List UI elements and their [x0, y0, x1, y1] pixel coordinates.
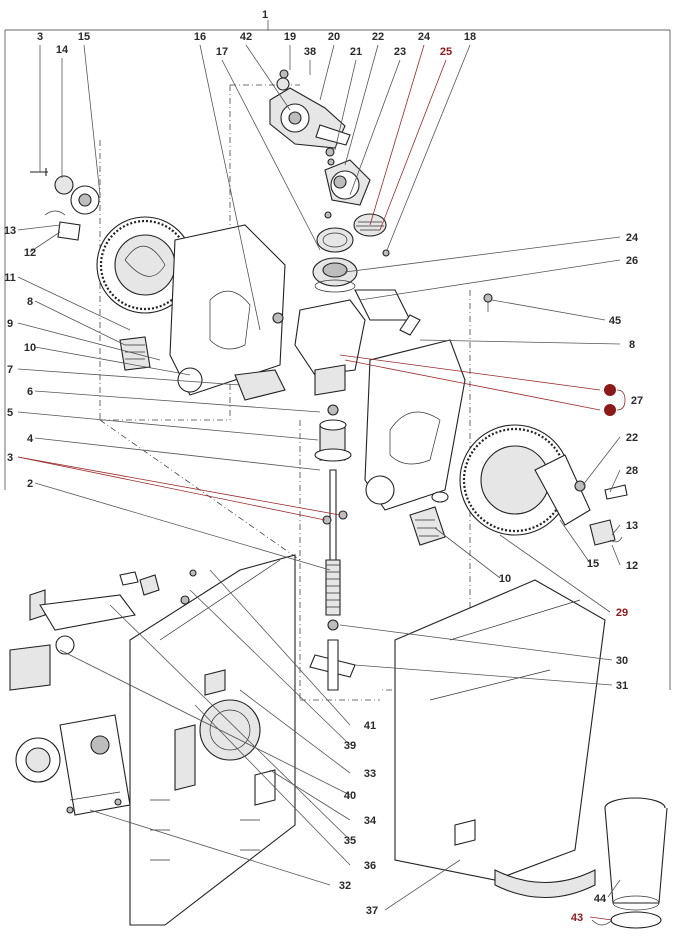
label-8-right: 8	[629, 339, 635, 351]
label-21: 21	[350, 46, 362, 58]
label-45: 45	[609, 315, 621, 327]
label-41: 41	[364, 720, 376, 732]
label-18: 18	[464, 31, 476, 43]
label-24-top: 24	[418, 31, 431, 43]
label-28: 28	[626, 465, 638, 477]
label-17: 17	[216, 46, 228, 58]
label-32: 32	[339, 880, 351, 892]
label-34: 34	[364, 815, 377, 827]
back-panel	[119, 554, 296, 926]
label-31: 31	[616, 680, 628, 692]
label-16: 16	[194, 31, 206, 43]
label-7: 7	[7, 364, 13, 376]
label-2: 2	[27, 478, 33, 490]
label-4: 4	[27, 433, 34, 445]
left-small-parts	[30, 168, 100, 241]
label-12-right: 12	[626, 560, 638, 572]
marker-27-b	[604, 404, 616, 416]
label-36: 36	[364, 860, 376, 872]
label-37: 37	[366, 905, 378, 917]
label-8-left: 8	[27, 296, 33, 308]
label-22-top: 22	[372, 31, 384, 43]
label-26: 26	[626, 255, 638, 267]
label-22-right: 22	[626, 432, 638, 444]
label-44: 44	[594, 893, 607, 905]
left-motor-housing	[96, 216, 286, 401]
label-9: 9	[7, 318, 13, 330]
label-5: 5	[7, 407, 13, 419]
label-12-left: 12	[24, 247, 36, 259]
label-19: 19	[284, 31, 296, 43]
part-27-markers	[604, 384, 626, 416]
label-40: 40	[344, 790, 356, 802]
label-25: 25	[440, 46, 452, 58]
label-23: 23	[394, 46, 406, 58]
label-13-left: 13	[4, 225, 16, 237]
top-nozzle-assembly	[269, 69, 390, 293]
marker-27-a	[604, 384, 616, 396]
part-labels: 1 3 14 15 16 17 42 19 38 20 21 22 23 24 …	[4, 9, 643, 924]
label-24-right: 24	[626, 232, 639, 244]
label-29: 29	[616, 607, 628, 619]
label-20: 20	[328, 31, 340, 43]
label-15-top: 15	[78, 31, 90, 43]
label-3-left: 3	[7, 452, 13, 464]
label-39: 39	[344, 740, 356, 752]
label-11: 11	[4, 272, 16, 284]
label-35: 35	[344, 835, 356, 847]
label-42: 42	[240, 31, 252, 43]
label-30: 30	[616, 655, 628, 667]
lower-left-motor-unit	[9, 589, 136, 816]
chute-housing	[394, 579, 606, 898]
label-3-top: 3	[37, 31, 43, 43]
label-27: 27	[631, 395, 643, 407]
dispensing-cup	[591, 797, 668, 929]
label-38: 38	[304, 46, 316, 58]
right-motor-housing	[364, 293, 628, 546]
label-10-right: 10	[499, 573, 511, 585]
label-43: 43	[571, 912, 583, 924]
label-14: 14	[56, 44, 69, 56]
label-10-left: 10	[24, 342, 36, 354]
label-6: 6	[27, 386, 33, 398]
label-15-right: 15	[587, 558, 599, 570]
label-13-right: 13	[626, 520, 638, 532]
assembly-label: 1	[262, 9, 268, 21]
label-33: 33	[364, 768, 376, 780]
leader-lines	[17, 44, 621, 921]
